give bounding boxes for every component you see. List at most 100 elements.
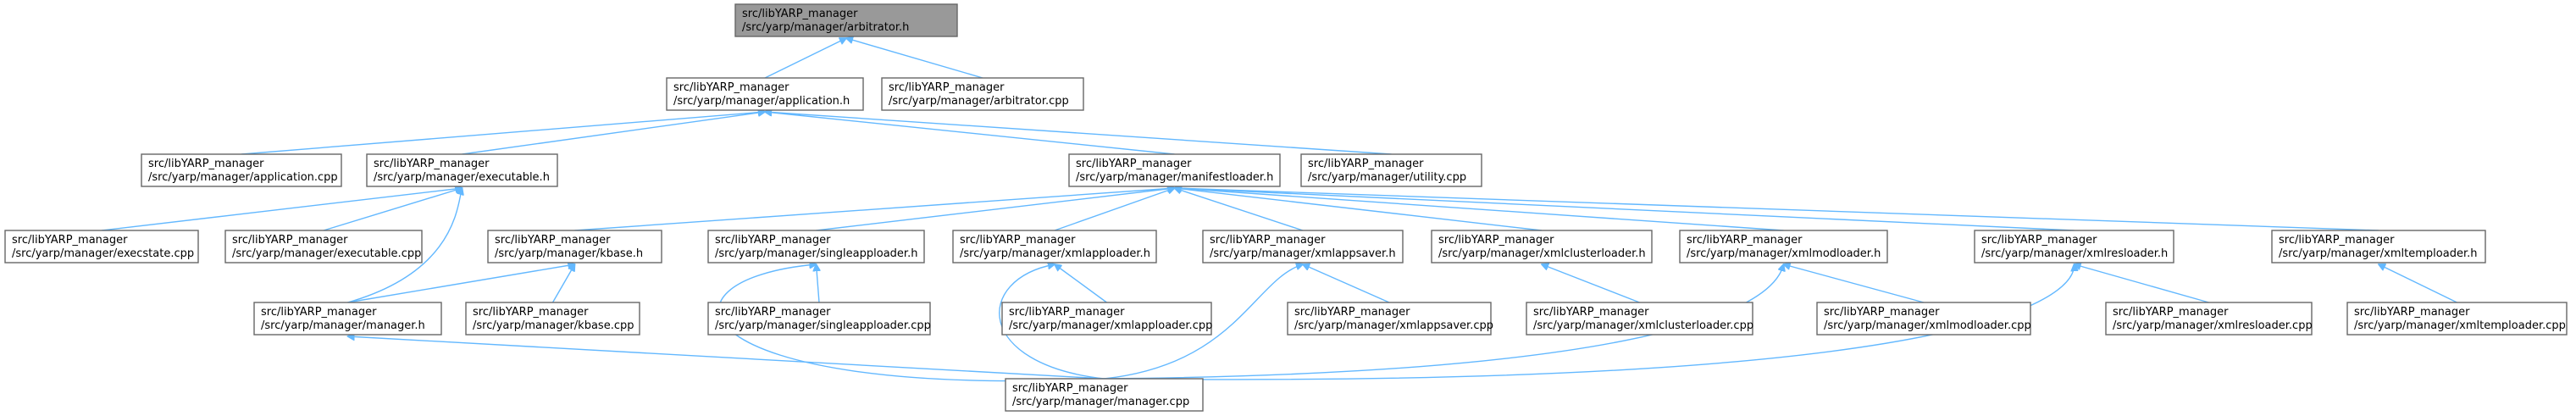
- node-xmlapploader-h[interactable]: src/libYARP_manager/src/yarp/manager/xml…: [952, 230, 1157, 263]
- node-label-line2: /src/yarp/manager/xmlapploader.h: [960, 247, 1150, 260]
- node-box: [952, 230, 1157, 263]
- node-utility-cpp[interactable]: src/libYARP_manager/src/yarp/manager/uti…: [1300, 153, 1482, 187]
- edge-manager_h-to-kbase_h: [347, 264, 575, 303]
- node-box: [1001, 302, 1212, 336]
- node-box: [1431, 230, 1653, 263]
- node-label-line2: /src/yarp/manager/xmlappsaver.h: [1210, 247, 1396, 260]
- edge-xmltemploader_h-to-manifestloader_h: [1175, 188, 2379, 231]
- node-singleapploader-h[interactable]: src/libYARP_manager/src/yarp/manager/sin…: [707, 230, 925, 263]
- node-xmltemploader-cpp[interactable]: src/libYARP_manager/src/yarp/manager/xml…: [2346, 302, 2568, 336]
- edge-singleapploader_cpp-to-singleapploader_h: [817, 264, 820, 303]
- node-label-line2: /src/yarp/manager/xmlresloader.h: [1981, 247, 2168, 260]
- node-box: [366, 153, 558, 187]
- node-label-line1: src/libYARP_manager: [2354, 306, 2470, 319]
- node-xmltemploader-h[interactable]: src/libYARP_manager/src/yarp/manager/xml…: [2271, 230, 2486, 263]
- node-box: [707, 230, 925, 263]
- node-label-line2: /src/yarp/manager/xmlmodloader.h: [1687, 247, 1881, 260]
- node-arbitrator-cpp[interactable]: src/libYARP_manager/src/yarp/manager/arb…: [881, 77, 1084, 111]
- node-kbase-h[interactable]: src/libYARP_manager/src/yarp/manager/kba…: [487, 230, 662, 263]
- node-label-line2: /src/yarp/manager/manager.cpp: [1012, 396, 1189, 408]
- edge-application_h-to-arbitrator_h: [764, 38, 846, 79]
- node-label-line1: src/libYARP_manager: [2279, 234, 2395, 247]
- node-label-line2: /src/yarp/manager/arbitrator.h: [742, 21, 909, 34]
- node-label-line2: /src/yarp/manager/execstate.cpp: [12, 247, 194, 260]
- edge-xmlappsaver_h-to-manifestloader_h: [1175, 188, 1304, 231]
- node-label-line2: /src/yarp/manager/executable.cpp: [232, 247, 421, 260]
- edge-xmlappsaver_cpp-to-xmlappsaver_h: [1303, 264, 1390, 303]
- edge-xmlresloader_cpp-to-xmlresloader_h: [2075, 264, 2209, 303]
- edge-kbase_cpp-to-kbase_h: [551, 264, 575, 303]
- edge-xmlmodloader_h-to-manifestloader_h: [1175, 188, 1784, 231]
- node-xmlapploader-cpp[interactable]: src/libYARP_manager/src/yarp/manager/xml…: [1001, 302, 1212, 336]
- node-xmlmodloader-cpp[interactable]: src/libYARP_manager/src/yarp/manager/xml…: [1816, 302, 2031, 336]
- node-application-cpp[interactable]: src/libYARP_manager/src/yarp/manager/app…: [141, 153, 342, 187]
- node-box: [1679, 230, 1888, 263]
- node-xmlappsaver-cpp[interactable]: src/libYARP_manager/src/yarp/manager/xml…: [1287, 302, 1493, 336]
- node-label-line1: src/libYARP_manager: [473, 306, 589, 319]
- node-box: [1526, 302, 1753, 336]
- node-label-line2: /src/yarp/manager/kbase.h: [495, 247, 643, 260]
- node-xmlresloader-cpp[interactable]: src/libYARP_manager/src/yarp/manager/xml…: [2105, 302, 2313, 336]
- node-executable-cpp[interactable]: src/libYARP_manager/src/yarp/manager/exe…: [224, 230, 423, 263]
- node-kbase-cpp[interactable]: src/libYARP_manager/src/yarp/manager/kba…: [465, 302, 640, 336]
- edge-manager_cpp-to-xmlapploader_h: [999, 264, 1105, 380]
- edge-xmlapploader_cpp-to-xmlapploader_h: [1055, 264, 1107, 303]
- node-box: [2346, 302, 2568, 336]
- node-box: [1974, 230, 2174, 263]
- node-xmlmodloader-h[interactable]: src/libYARP_manager/src/yarp/manager/xml…: [1679, 230, 1888, 263]
- node-xmlclusterloader-cpp[interactable]: src/libYARP_manager/src/yarp/manager/xml…: [1526, 302, 1753, 336]
- edge-xmlclusterloader_h-to-manifestloader_h: [1175, 188, 1543, 231]
- node-box: [487, 230, 662, 263]
- node-box: [465, 302, 640, 336]
- node-singleapploader-cpp[interactable]: src/libYARP_manager/src/yarp/manager/sin…: [707, 302, 931, 336]
- node-label-line2: /src/yarp/manager/xmlclusterloader.h: [1438, 247, 1646, 260]
- node-label-line2: /src/yarp/manager/xmlmodloader.cpp: [1824, 319, 2031, 332]
- node-label-line2: /src/yarp/manager/utility.cpp: [1308, 171, 1466, 184]
- node-label-line1: src/libYARP_manager: [374, 158, 490, 170]
- node-application-h[interactable]: src/libYARP_manager/src/yarp/manager/app…: [666, 77, 864, 111]
- node-xmlresloader-h[interactable]: src/libYARP_manager/src/yarp/manager/xml…: [1974, 230, 2174, 263]
- node-label-line1: src/libYARP_manager: [148, 158, 264, 170]
- edge-manifestloader_h-to-application_h: [765, 112, 1175, 155]
- node-label-line2: /src/yarp/manager/manifestloader.h: [1076, 171, 1273, 184]
- node-box: [2105, 302, 2313, 336]
- edge-executable_cpp-to-executable_h: [323, 188, 463, 231]
- edge-xmlmodloader_cpp-to-xmlmodloader_h: [1784, 264, 1925, 303]
- node-box: [141, 153, 342, 187]
- node-label-line1: src/libYARP_manager: [12, 234, 128, 247]
- node-label-line2: /src/yarp/manager/xmlapploader.cpp: [1009, 319, 1212, 332]
- node-label-line1: src/libYARP_manager: [715, 234, 831, 247]
- node-label-line1: src/libYARP_manager: [1824, 306, 1940, 319]
- node-label-line2: /src/yarp/manager/kbase.cpp: [473, 319, 634, 332]
- node-label-line1: src/libYARP_manager: [889, 81, 1005, 94]
- node-box: [1816, 302, 2031, 336]
- node-xmlclusterloader-h[interactable]: src/libYARP_manager/src/yarp/manager/xml…: [1431, 230, 1653, 263]
- node-box: [2271, 230, 2486, 263]
- edge-application_cpp-to-application_h: [241, 112, 765, 155]
- node-box: [881, 77, 1084, 111]
- edge-xmlresloader_h-to-manifestloader_h: [1175, 188, 2075, 231]
- graph-edges: [101, 38, 2457, 382]
- node-box: [1287, 302, 1492, 336]
- edge-utility_cpp-to-application_h: [765, 112, 1392, 155]
- node-box: [1068, 153, 1281, 187]
- node-label-line2: /src/yarp/manager/xmlappsaver.cpp: [1294, 319, 1493, 332]
- node-label-line2: /src/yarp/manager/xmltemploader.h: [2279, 247, 2477, 260]
- node-box: [224, 230, 423, 263]
- node-xmlappsaver-h[interactable]: src/libYARP_manager/src/yarp/manager/xml…: [1202, 230, 1404, 263]
- node-manifestloader-h[interactable]: src/libYARP_manager/src/yarp/manager/man…: [1068, 153, 1281, 187]
- node-label-line1: src/libYARP_manager: [232, 234, 348, 247]
- node-execstate-cpp[interactable]: src/libYARP_manager/src/yarp/manager/exe…: [4, 230, 199, 263]
- node-box: [1005, 378, 1204, 412]
- node-executable-h[interactable]: src/libYARP_manager/src/yarp/manager/exe…: [366, 153, 558, 187]
- node-label-line2: /src/yarp/manager/singleapploader.h: [715, 247, 917, 260]
- node-manager-h[interactable]: src/libYARP_manager/src/yarp/manager/man…: [253, 302, 442, 336]
- node-arbitrator-h[interactable]: src/libYARP_manager/src/yarp/manager/arb…: [734, 3, 958, 37]
- edge-singleapploader_h-to-manifestloader_h: [816, 188, 1175, 231]
- edge-xmltemploader_cpp-to-xmltemploader_h: [2379, 264, 2457, 303]
- node-label-line2: /src/yarp/manager/xmlclusterloader.cpp: [1533, 319, 1753, 332]
- node-box: [734, 3, 958, 37]
- node-box: [1202, 230, 1404, 263]
- node-manager-cpp[interactable]: src/libYARP_manager/src/yarp/manager/man…: [1005, 378, 1204, 412]
